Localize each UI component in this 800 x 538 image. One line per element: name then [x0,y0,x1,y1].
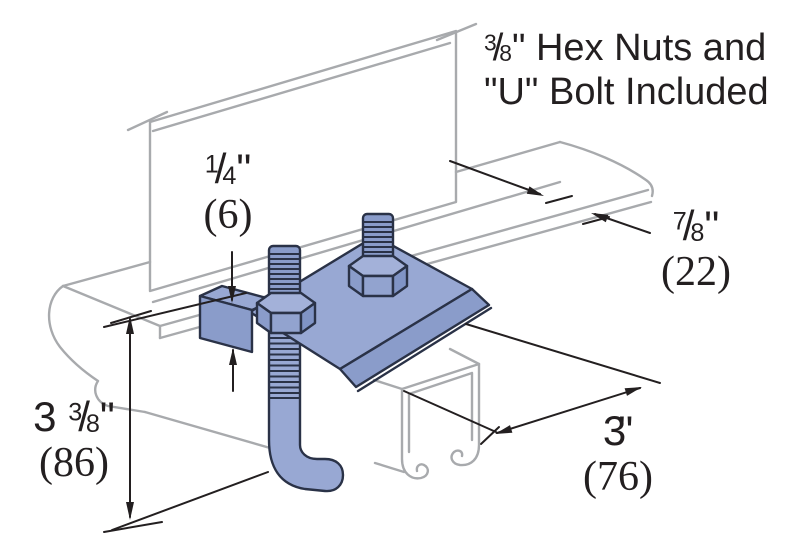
dim-height-tick-top [110,310,152,324]
u-bolt-leg-threads [270,337,299,399]
overall-height-inches: 3 3/8" [33,393,115,440]
dim-grip-arrow-upper [526,186,544,196]
dim-height-arrow-up [126,316,134,334]
flange-break-right [558,140,654,198]
dim-grip-tick-upper [545,195,573,204]
dim-grip-line-upper [449,160,541,195]
front-stud-threads [270,253,299,290]
dim-width-extension-upper [465,323,661,384]
dim-width-extension-lower [403,390,497,433]
dim-width-arrow-left [495,425,513,434]
dimension-flange-grip [449,160,651,234]
note-fraction-slash: / [492,27,504,69]
beam-clamp-fitting [198,234,493,393]
fitting-width-mm: (76) [583,454,653,501]
rear-stud-threads [364,221,392,253]
dim-grip-tick-lower [582,216,610,225]
u-bolt-rear-stud [347,212,409,298]
u-bolt-front-leg [267,322,345,493]
dimension-label-overall-height: 3 3/8" (86) [5,393,143,487]
beam-web [126,22,478,293]
flange-grip-inches: 7/8" [672,202,720,249]
lip-thickness-inches: 1/4" [204,145,252,192]
channel-wall-inner-lines [407,371,474,454]
dimension-label-fitting-width: 3" (76) [558,407,678,501]
dimension-label-flange-grip: 7/8" (22) [636,202,756,296]
beam-web-face [148,29,458,293]
flange-end-top-edge [61,284,162,340]
fitting-width-inches: 3" [602,407,634,454]
rear-hex-nut [347,254,409,298]
dim-height-extension-top [103,292,247,328]
lip-thickness-mm: (6) [203,192,253,239]
flange-fillet-line [151,180,562,304]
beam-web-break-tick-right [435,22,478,42]
dim-lip-arrow-up [229,348,237,365]
front-nut-right-face [299,301,317,335]
flange-far-edge-left [61,260,152,288]
beam-web-top-edge-inner [151,41,452,133]
dim-height-arrow-down [126,502,134,520]
dim-lip-arrow-down [228,286,236,303]
clamp-plate-bent-edge [338,287,491,389]
note-line-2: "U" Bolt Included [484,71,769,114]
strut-channel [372,347,481,480]
u-bolt-front-stud [255,244,317,335]
dim-width-tick-left [480,426,500,445]
channel-profile-right [400,362,481,467]
rear-nut-right-face [391,264,409,298]
flange-far-edge-right [454,140,562,174]
flange-break-left-curve [47,284,147,414]
dimension-label-lip-thickness: 1/4" (6) [172,145,284,239]
channel-profile-left [400,387,429,480]
dim-height-extension-bottom [111,471,269,531]
clamp-plate-edge-thickness-line [356,306,493,393]
note-fraction-numerator: 3 [484,29,497,56]
flange-grip-mm: (22) [661,249,731,296]
dimension-overall-height [103,292,269,533]
channel-top-left-edge [372,378,404,391]
front-hex-nut [255,291,317,335]
front-nut-front-face [269,311,303,335]
dim-width-arrow-right [624,387,642,396]
channel-top-back-edge [448,347,481,366]
note-line-1-text: " Hex Nuts and [511,27,767,69]
included-hardware-note: 3/8" Hex Nuts and "U" Bolt Included [484,26,800,115]
channel-bottom-left-edge [373,461,406,474]
dim-width-line [496,387,641,434]
channel-end-face [402,364,479,478]
beam-web-break-tick-left [126,110,169,132]
rear-nut-front-face [361,274,395,298]
dimension-lip-thickness [228,251,237,392]
note-fraction-denominator: 8 [499,39,512,66]
note-line-1: 3/8" Hex Nuts and [484,26,800,70]
overall-height-mm: (86) [39,440,109,487]
dim-grip-arrow-lower [591,213,609,223]
dimension-fitting-width [403,323,661,445]
clamp-lip-front [198,294,254,354]
